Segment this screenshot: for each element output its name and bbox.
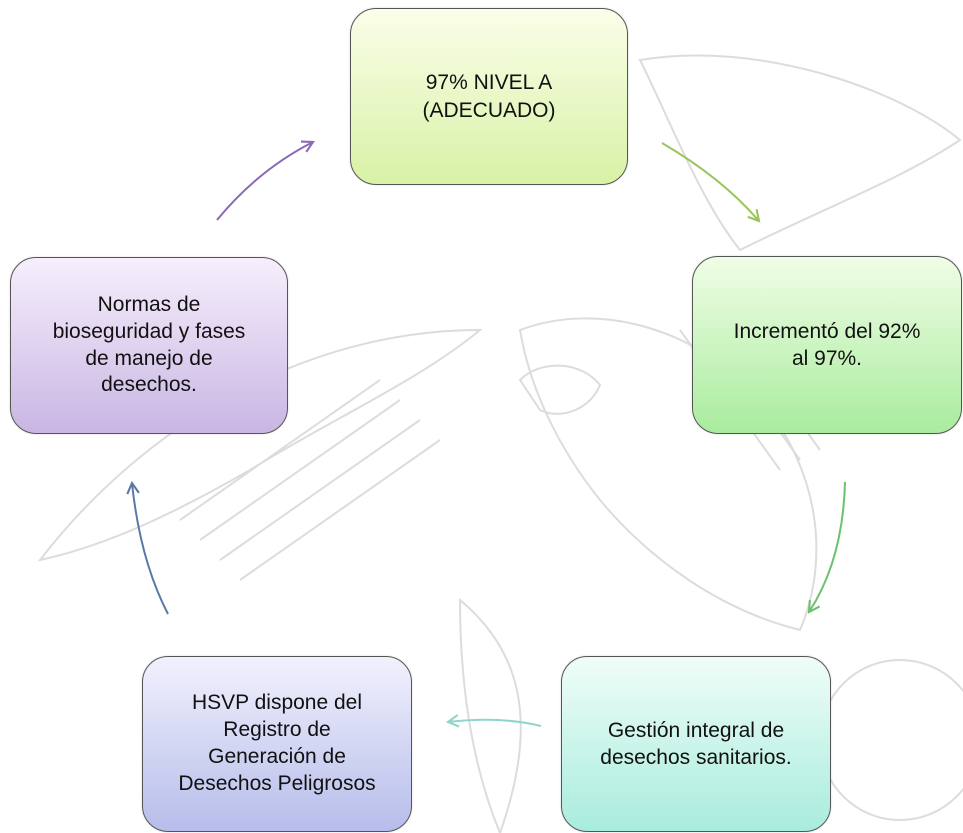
node-nivel-a: 97% NIVEL A (ADECUADO)	[350, 8, 628, 185]
node-nivel-a-text: 97% NIVEL A (ADECUADO)	[422, 71, 556, 122]
node-incremento: Incrementó del 92% al 97%.	[692, 256, 962, 434]
arrow-left-to-top	[216, 140, 315, 221]
node-gestion-integral: Gestión integral de desechos sanitarios.	[561, 656, 831, 832]
eagle-body	[518, 317, 818, 632]
arrow-bottom-left-to-left	[126, 480, 169, 615]
arrow-top-to-right	[661, 142, 761, 223]
node-registro-hsvp-text: HSVP dispone del Registro de Generación …	[178, 691, 376, 795]
node-registro-hsvp: HSVP dispone del Registro de Generación …	[142, 656, 412, 832]
node-normas-bioseguridad: Normas de bioseguridad y fases de manejo…	[10, 257, 288, 434]
arrow-bottom-right-to-bottom-left	[445, 714, 542, 728]
node-normas-bioseguridad-text: Normas de bioseguridad y fases de manejo…	[52, 292, 246, 397]
node-incremento-text: Incrementó del 92% al 97%.	[733, 319, 921, 370]
arrow-right-to-bottom-right	[807, 481, 846, 614]
eagle-head	[518, 364, 602, 415]
wing-right	[638, 54, 962, 252]
node-gestion-integral-text: Gestión integral de desechos sanitarios.	[600, 718, 792, 769]
